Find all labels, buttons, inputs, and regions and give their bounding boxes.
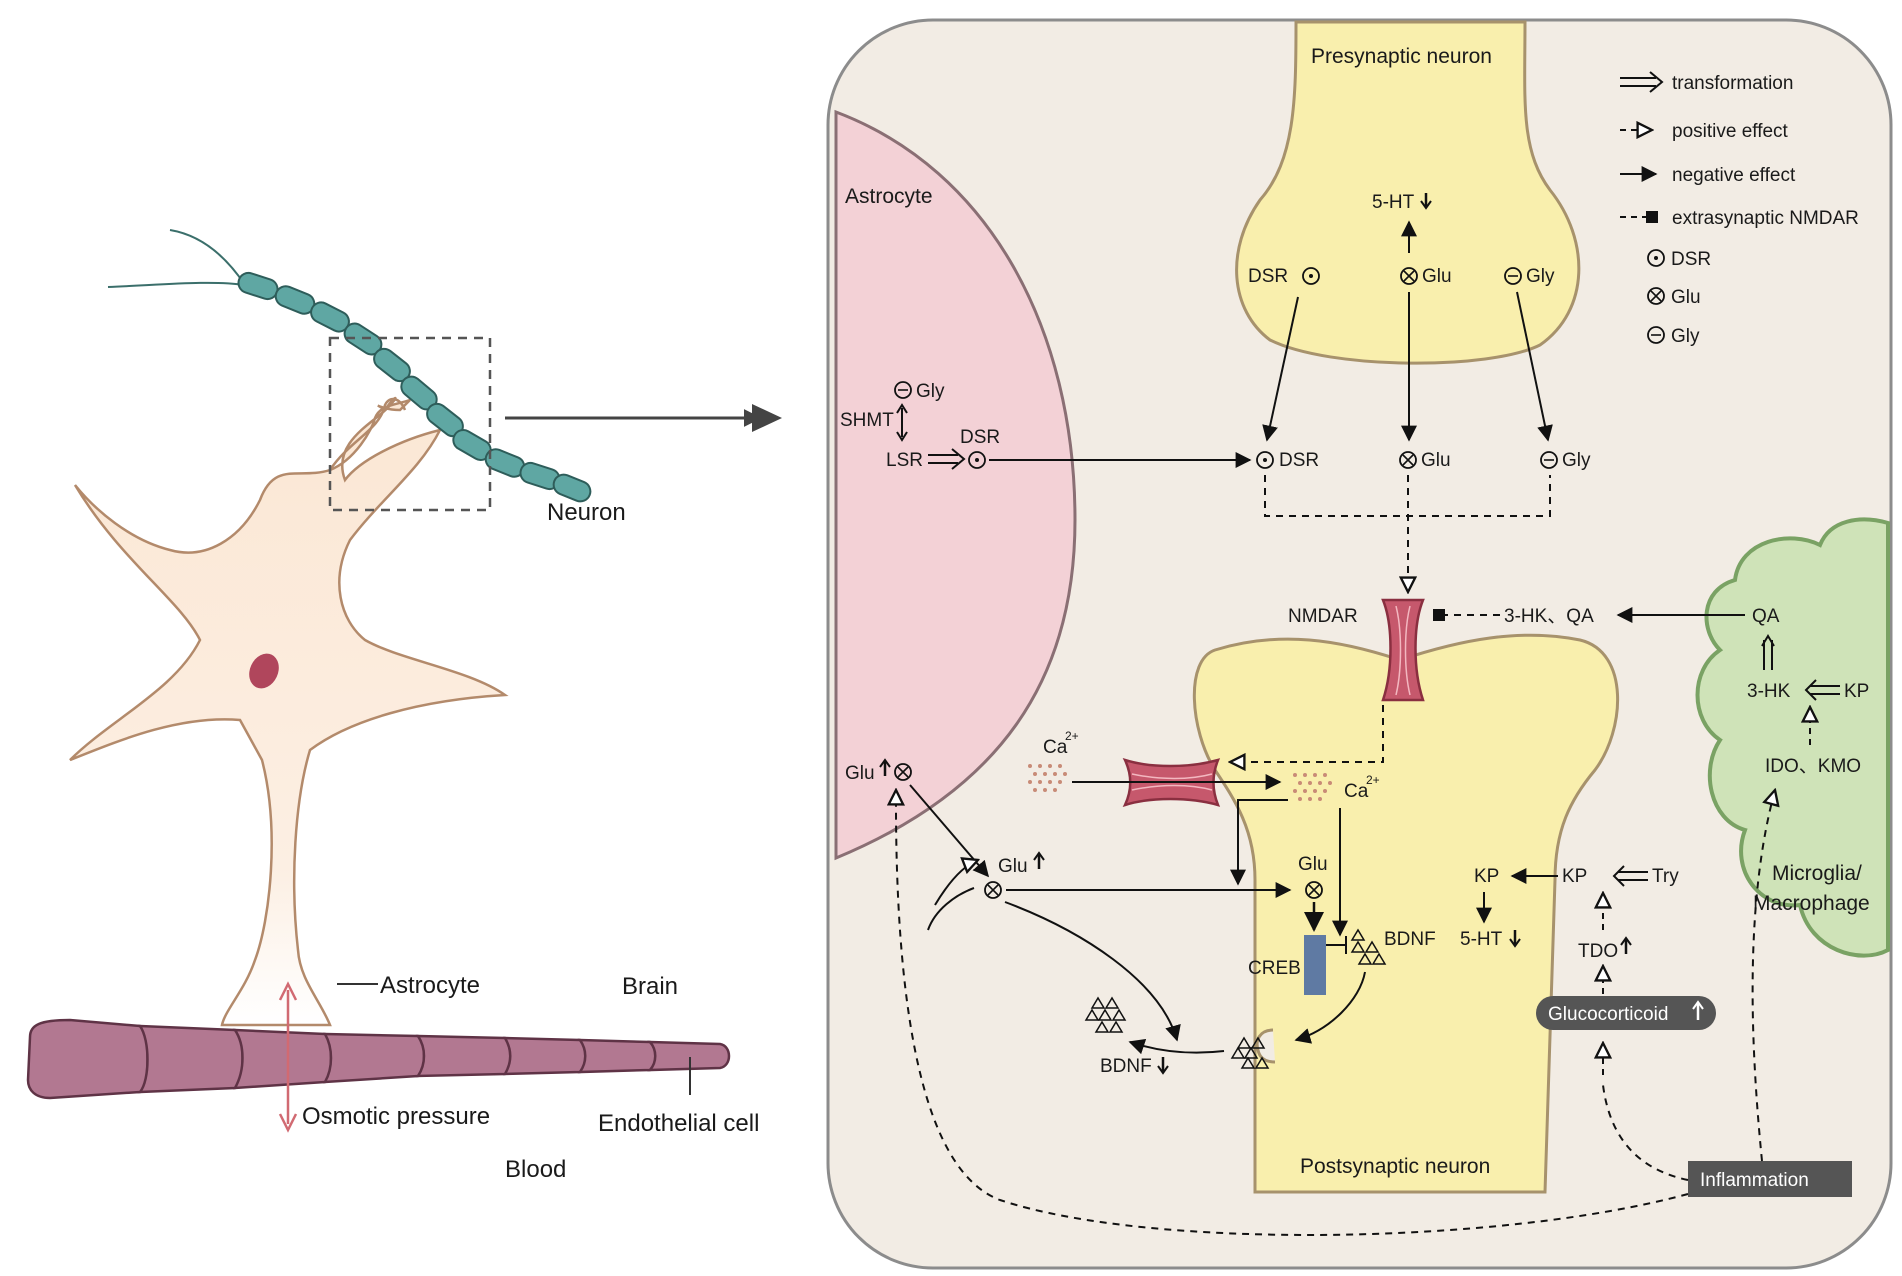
astrocyte-nucleus: [249, 653, 279, 689]
cleft-glu-label: Glu: [1421, 450, 1451, 471]
glu-symbol-icon: [1647, 287, 1665, 305]
calcium-ions-inside: [1293, 773, 1332, 801]
astrocyte-region: [834, 109, 1077, 861]
legend-negative-effect: negative effect: [1672, 165, 1796, 186]
three-hk-label: 3-HK: [1747, 681, 1791, 702]
legend-transformation: transformation: [1672, 73, 1793, 94]
microglia-label-line2: Macrophage: [1753, 892, 1870, 915]
creb-block: [1304, 935, 1326, 995]
microglia-region: [1695, 517, 1890, 958]
postsynaptic-label: Postsynaptic neuron: [1300, 1155, 1490, 1178]
creb-label: CREB: [1248, 958, 1301, 979]
presynaptic-neuron: [1235, 20, 1581, 365]
cleft-row: DSR Glu Gly: [1256, 450, 1591, 592]
brain-label: Brain: [622, 973, 678, 1000]
bdnf-out-label: BDNF: [1100, 1056, 1152, 1077]
nmdar-area: NMDAR 3-HK、QA QA 3-HK KP IDO、KMO: [1288, 598, 1869, 777]
astrocyte-contents: Gly SHMT LSR DSR: [840, 381, 1252, 471]
cleft-glu-up-label: Glu: [998, 856, 1028, 877]
legend-positive-effect: positive effect: [1672, 121, 1789, 142]
legend: transformation positive effect negative …: [1620, 71, 1859, 347]
shmt-label: SHMT: [840, 410, 894, 431]
nmdar-receptor: [1381, 598, 1425, 702]
endothelial-cells: [26, 1018, 731, 1100]
osmotic-pressure-label: Osmotic pressure: [302, 1103, 490, 1130]
kp-right-label: KP: [1562, 866, 1587, 887]
astro-dsr-label: DSR: [960, 427, 1000, 448]
legend-gly: Gly: [1671, 326, 1700, 347]
astrocyte-region-label: Astrocyte: [845, 185, 933, 208]
lsr-label: LSR: [886, 450, 923, 471]
calcium-ions-outside: [1028, 764, 1067, 792]
zoom-selection-box: [328, 336, 492, 512]
ht-mid-label: 5-HT: [1460, 929, 1503, 950]
calcium-signaling: Ca 2+ Ca 2+: [1028, 705, 1384, 937]
kp-micro-label: KP: [1844, 681, 1869, 702]
presynaptic-contents: 5-HT DSR Glu Gly: [1248, 192, 1555, 442]
zoom-arrow-head: [752, 404, 782, 432]
astro-gly-label: Gly: [916, 381, 945, 402]
endothelial-cell-label: Endothelial cell: [598, 1110, 759, 1137]
astrocyte-cell-body: [69, 396, 509, 1027]
legend-dsr: DSR: [1671, 249, 1711, 270]
inflammation-area: Inflammation: [896, 790, 1852, 1236]
bdnf-triangles: [1350, 928, 1387, 965]
neuron-axon: [237, 271, 592, 503]
neuron-label: Neuron: [547, 499, 626, 526]
glucocorticoid-badge: [1536, 996, 1716, 1030]
bdnf-release-triangles: [1230, 1036, 1270, 1069]
right-panel-background: [826, 18, 1893, 1270]
astrocyte-process: [328, 397, 407, 471]
hk-qa-label: 3-HK、QA: [1504, 606, 1594, 627]
ca-in-label: Ca: [1344, 781, 1369, 802]
dsr-symbol-icon: [1647, 249, 1665, 267]
legend-glu: Glu: [1671, 287, 1701, 308]
glucocorticoid-label: Glucocorticoid: [1548, 1004, 1668, 1025]
cleft-dsr-label: DSR: [1279, 450, 1319, 471]
gly-symbol-icon: [1647, 326, 1665, 344]
glu-creb-bdnf: Glu Glu Glu CREB: [845, 758, 1436, 1077]
cleft-gly-label: Gly: [1562, 450, 1591, 471]
blood-label: Blood: [505, 1156, 566, 1183]
pre-glu-label: Glu: [1422, 266, 1452, 287]
ht-top-label: 5-HT: [1372, 192, 1415, 213]
astrocyte-label: Astrocyte: [380, 972, 480, 999]
presynaptic-label: Presynaptic neuron: [1311, 45, 1492, 68]
post-glu-label: Glu: [1298, 854, 1328, 875]
nmdar-label: NMDAR: [1288, 606, 1358, 627]
neuron-dendrite: [169, 229, 246, 286]
pre-gly-label: Gly: [1526, 266, 1555, 287]
astro-glu-up-label: Glu: [845, 763, 875, 784]
microglia-label-line1: Microglia/: [1772, 862, 1862, 885]
pre-dsr-label: DSR: [1248, 266, 1288, 287]
ca-out-superscript: 2+: [1065, 729, 1079, 743]
qa-label: QA: [1752, 606, 1780, 627]
ca-in-superscript: 2+: [1366, 773, 1380, 787]
kp-left-label: KP: [1474, 866, 1499, 887]
bdnf-out-triangles: [1084, 996, 1127, 1033]
tdo-label: TDO: [1578, 941, 1618, 962]
try-label: Try: [1652, 866, 1679, 887]
tryptophan-pathway: KP KP Try 5-HT TDO Glucocorticoid: [1460, 865, 1716, 1075]
bdnf-label: BDNF: [1384, 929, 1436, 950]
inflammation-label: Inflammation: [1700, 1170, 1809, 1191]
ido-kmo-label: IDO、KMO: [1765, 756, 1861, 777]
inflammation-badge: [1688, 1161, 1852, 1197]
neuron-dendrite: [107, 281, 246, 288]
ca-out-label: Ca: [1043, 737, 1068, 758]
right-panel: Astrocyte Presynaptic neuron Postsynapti…: [826, 18, 1893, 1270]
legend-extrasynaptic-nmdar: extrasynaptic NMDAR: [1672, 208, 1859, 229]
left-panel: Neuron Astrocyte Brain Osmotic pressure …: [26, 229, 782, 1183]
